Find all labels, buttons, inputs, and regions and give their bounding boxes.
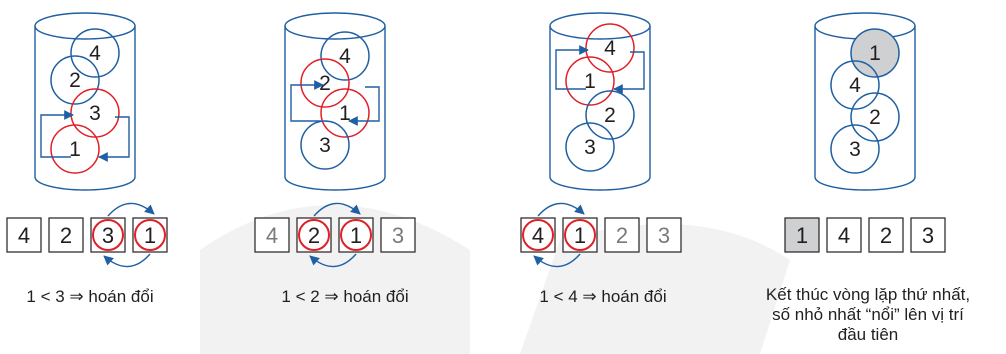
array-swap-arrows bbox=[309, 202, 361, 268]
bubble-2: 2 bbox=[50, 55, 100, 105]
step-2-caption: 1 < 2 ⇒ hoán đổi bbox=[250, 287, 440, 307]
bubble-2: 2 bbox=[300, 58, 350, 108]
array-cell-label: 2 bbox=[60, 223, 72, 248]
array-cell-label: 3 bbox=[392, 223, 404, 248]
bubble-label: 4 bbox=[339, 45, 351, 68]
array-row: 1 4 2 3 bbox=[784, 217, 946, 253]
array-cell-label: 4 bbox=[532, 223, 544, 248]
caption-line: Kết thúc vòng lặp thứ nhất, bbox=[765, 285, 971, 304]
array-cell-3: 3 bbox=[646, 217, 682, 253]
array-cell-2: 2 bbox=[604, 217, 640, 253]
bubble-label: 3 bbox=[319, 134, 331, 157]
bubble-label: 4 bbox=[849, 74, 861, 97]
bubble-label: 3 bbox=[584, 136, 596, 159]
array-cell-label: 1 bbox=[144, 223, 156, 248]
array-cell-2: 2 bbox=[296, 217, 332, 253]
array-cell-4: 4 bbox=[520, 217, 556, 253]
cylinder bbox=[34, 12, 136, 191]
array-swap-arrows bbox=[103, 202, 155, 268]
caption-line: số nhỏ nhất “nổi” lên vị trí bbox=[772, 305, 964, 324]
swap-arrows bbox=[555, 45, 645, 94]
bubble-label: 1 bbox=[69, 138, 81, 161]
array-cell-label: 1 bbox=[350, 223, 362, 248]
bubble-2: 2 bbox=[850, 92, 900, 142]
array-cell-4: 4 bbox=[6, 217, 42, 253]
bubble-label: 2 bbox=[604, 104, 616, 127]
caption-line: 1 < 3 ⇒ hoán đổi bbox=[26, 287, 154, 306]
bubble-label: 3 bbox=[849, 138, 861, 161]
bubble-label: 3 bbox=[89, 102, 101, 125]
array-cell-3: 3 bbox=[90, 217, 126, 253]
array-cell-1: 1 bbox=[784, 217, 820, 253]
bubble-1: 1 bbox=[320, 88, 370, 138]
array-cell-label: 3 bbox=[102, 223, 114, 248]
swap-arrows bbox=[290, 80, 380, 126]
bubble-4: 4 bbox=[70, 28, 120, 78]
array-cell-label: 3 bbox=[922, 223, 934, 248]
array-cell-2: 2 bbox=[868, 217, 904, 253]
swap-arrows bbox=[40, 110, 130, 162]
cylinder bbox=[549, 12, 651, 191]
array-cell-label: 1 bbox=[574, 223, 586, 248]
bubble-label: 2 bbox=[869, 106, 881, 129]
array-cell-1: 1 bbox=[338, 217, 374, 253]
step-3-caption: 1 < 4 ⇒ hoán đổi bbox=[508, 287, 698, 307]
array-cell-4: 4 bbox=[254, 217, 290, 253]
bubble-1: 1 bbox=[50, 124, 100, 174]
array-cell-4: 4 bbox=[826, 217, 862, 253]
bubble-3: 3 bbox=[300, 120, 350, 170]
array-cell-3: 3 bbox=[910, 217, 946, 253]
array-cell-label: 2 bbox=[308, 223, 320, 248]
array-cell-label: 4 bbox=[18, 223, 30, 248]
bubble-3: 3 bbox=[565, 122, 615, 172]
step-1-caption: 1 < 3 ⇒ hoán đổi bbox=[0, 287, 180, 307]
caption-line: 1 < 2 ⇒ hoán đổi bbox=[281, 287, 409, 306]
bubble-1: 1 bbox=[565, 56, 615, 106]
array-row: 4 1 2 3 bbox=[520, 217, 682, 253]
caption-line: 1 < 4 ⇒ hoán đổi bbox=[539, 287, 667, 306]
bubble-label: 2 bbox=[69, 69, 81, 92]
array-cell-label: 3 bbox=[658, 223, 670, 248]
bubble-label: 4 bbox=[89, 42, 101, 65]
bubble-4: 4 bbox=[320, 31, 370, 81]
array-cell-label: 2 bbox=[616, 223, 628, 248]
bubble-3: 3 bbox=[70, 88, 120, 138]
bubble-4: 4 bbox=[585, 23, 635, 73]
array-cell-3: 3 bbox=[380, 217, 416, 253]
array-cell-1: 1 bbox=[562, 217, 598, 253]
bubble-2: 2 bbox=[585, 90, 635, 140]
bubble-label: 1 bbox=[584, 70, 596, 93]
array-cell-2: 2 bbox=[48, 217, 84, 253]
step-4-caption: Kết thúc vòng lặp thứ nhất,số nhỏ nhất “… bbox=[730, 285, 1006, 345]
bubble-4: 4 bbox=[830, 60, 880, 110]
array-cell-label: 1 bbox=[796, 223, 808, 248]
bubble-label: 1 bbox=[869, 42, 881, 65]
cylinder bbox=[284, 12, 386, 191]
bubble-label: 2 bbox=[319, 72, 331, 95]
bubble-label: 1 bbox=[339, 102, 351, 125]
caption-line: đầu tiên bbox=[837, 325, 899, 344]
array-swap-arrows bbox=[533, 202, 585, 268]
array-row: 4 2 3 1 bbox=[6, 217, 168, 253]
array-cell-1: 1 bbox=[132, 217, 168, 253]
array-cell-label: 2 bbox=[880, 223, 892, 248]
array-row: 4 2 1 3 bbox=[254, 217, 416, 253]
bubble-1: 1 bbox=[850, 28, 900, 78]
array-cell-label: 4 bbox=[266, 223, 278, 248]
array-cell-label: 4 bbox=[838, 223, 850, 248]
bubble-label: 4 bbox=[604, 37, 616, 60]
bubble-3: 3 bbox=[830, 124, 880, 174]
